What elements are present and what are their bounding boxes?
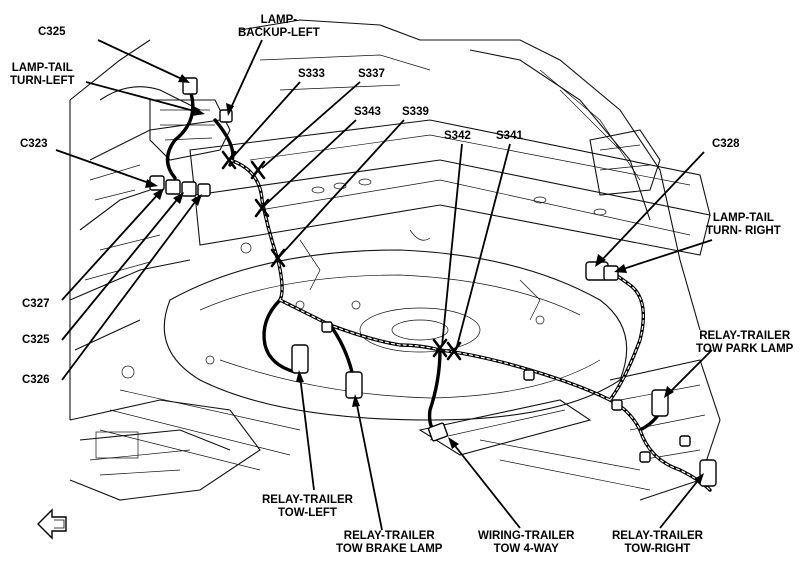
label-c325-top: C325 [38, 26, 66, 38]
label-s337: S337 [358, 68, 385, 80]
front-arrow-icon [37, 508, 67, 540]
vehicle-body-linework [69, 19, 721, 501]
label-c323: C323 [20, 138, 48, 150]
label-lamp-backup-left: LAMP- BACKUP-LEFT [238, 14, 320, 39]
label-relay-trailer-tow-left: RELAY-TRAILER TOW-LEFT [262, 494, 353, 519]
label-s342: S342 [444, 130, 471, 142]
leader-lines [55, 39, 713, 531]
label-s333: S333 [298, 68, 325, 80]
label-lamp-tail-turn-left: LAMP-TAIL TURN-LEFT [10, 62, 75, 87]
label-s341: S341 [496, 130, 523, 142]
label-relay-trailer-tow-right: RELAY-TRAILER TOW-RIGHT [612, 530, 703, 555]
label-s343: S343 [354, 106, 381, 118]
label-wiring-trailer-tow-4-way: WIRING-TRAILER TOW 4-WAY [478, 530, 575, 555]
label-s339: S339 [402, 106, 429, 118]
splice-markers [221, 150, 462, 361]
label-c328: C328 [712, 138, 740, 150]
connectors [149, 77, 717, 487]
label-c327: C327 [22, 298, 50, 310]
label-c326: C326 [22, 374, 50, 386]
label-relay-trailer-tow-brake-lamp: RELAY-TRAILER TOW BRAKE LAMP [336, 530, 443, 555]
label-relay-trailer-tow-park-lamp: RELAY-TRAILER TOW PARK LAMP [696, 330, 794, 355]
label-lamp-tail-turn-right: LAMP-TAIL TURN- RIGHT [706, 212, 781, 237]
label-c325-bottom: C325 [22, 334, 50, 346]
